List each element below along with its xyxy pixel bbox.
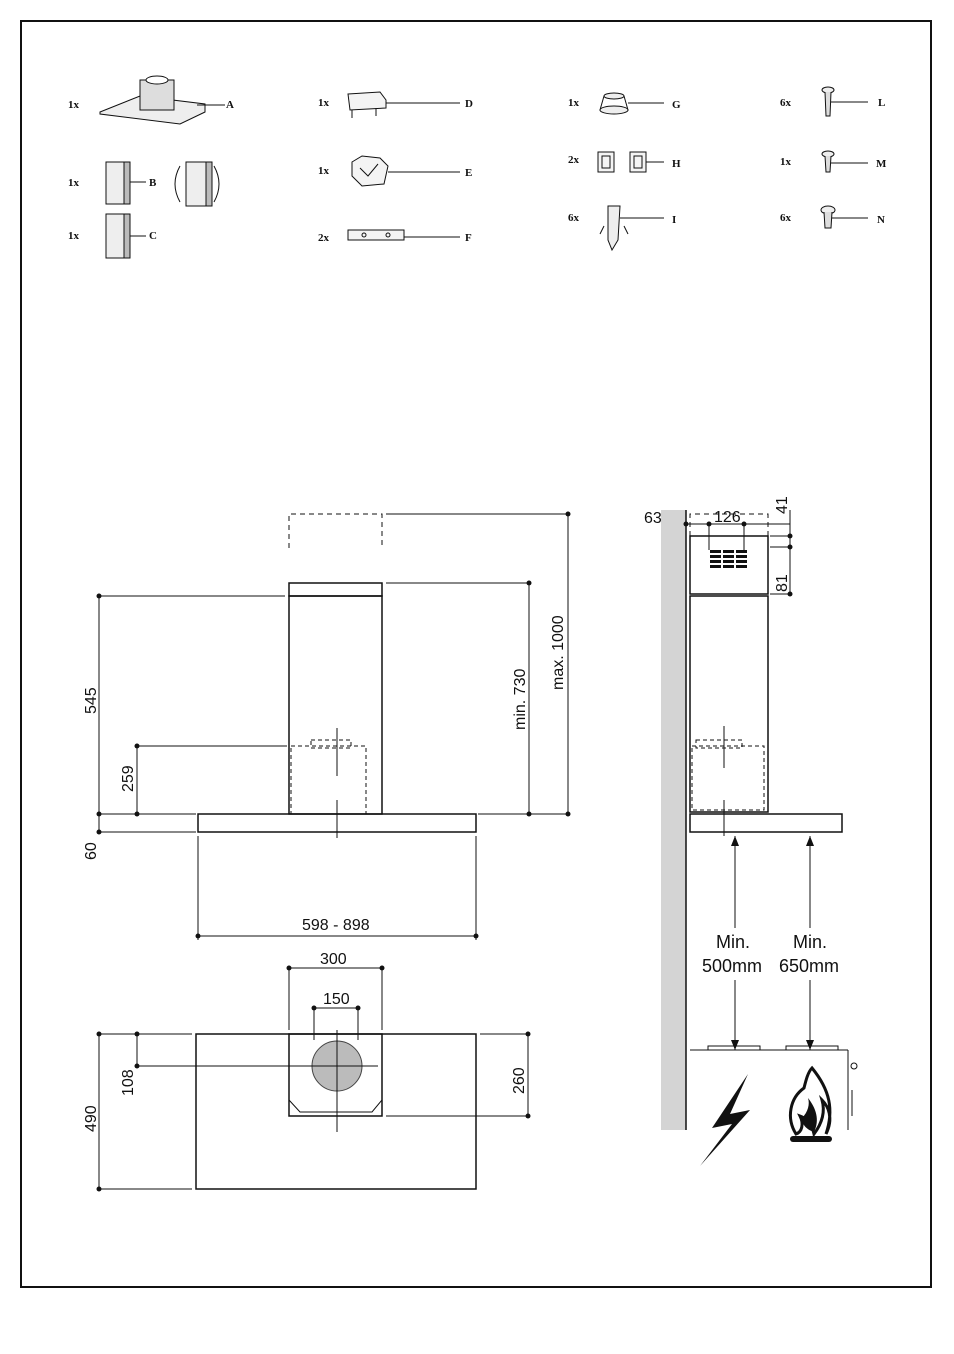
part-d-bracket-icon [347, 91, 460, 118]
part-l-screw-icon [821, 86, 868, 117]
part-c-label: C [149, 230, 157, 242]
part-h-qty: 2x [568, 154, 580, 166]
part-d-qty: 1x [318, 97, 330, 109]
part-d-label: D [465, 98, 473, 110]
front-view [98, 513, 569, 940]
dim-canopy-thickness: 60 [83, 842, 100, 860]
front-view-dim-dots [96, 511, 571, 939]
top-view-dim-dots [96, 965, 531, 1192]
part-i-label: I [672, 214, 676, 226]
part-i-qty: 6x [568, 212, 580, 224]
part-g-label: G [672, 99, 681, 111]
part-f-qty: 2x [318, 232, 330, 244]
dim-chimney-max: max. 1000 [550, 615, 567, 690]
part-g-collar-icon [599, 92, 664, 115]
part-f-rail-icon [347, 229, 460, 241]
part-f-label: F [465, 232, 472, 244]
parts-labels: 1x A 1x B 1x C 1x D 1x E 2x F 1x G 2x H … [68, 97, 887, 244]
part-n-qty: 6x [780, 212, 792, 224]
electric-hob-lightning-icon [700, 1074, 750, 1166]
dim-bracket-height: 81 [774, 574, 791, 592]
dim-top-offset: 41 [774, 496, 791, 514]
part-c-lower-chimney-icon [105, 213, 146, 259]
side-view [661, 510, 858, 1166]
top-view [98, 967, 529, 1190]
part-m-qty: 1x [780, 156, 792, 168]
part-a-label: A [226, 99, 234, 111]
part-h-label: H [672, 158, 681, 170]
min-gas-label: Min. [793, 932, 827, 952]
part-n-screw-icon [820, 205, 868, 229]
dim-depth: 490 [83, 1105, 100, 1132]
part-a-hood-icon [99, 75, 225, 125]
part-b-upper-chimney-icon [105, 161, 220, 207]
page-frame [20, 20, 932, 1288]
gas-hob-flame-icon [788, 1065, 832, 1142]
part-l-qty: 6x [780, 97, 792, 109]
min-gas-value: 650mm [779, 956, 839, 976]
dim-outlet-offset: 108 [120, 1069, 137, 1096]
part-b-label: B [149, 177, 157, 189]
part-c-qty: 1x [68, 230, 80, 242]
dim-width-range: 598 - 898 [302, 917, 370, 934]
part-i-wall-plug-icon [599, 205, 664, 252]
part-b-qty: 1x [68, 177, 80, 189]
part-m-label: M [876, 158, 887, 170]
part-e-qty: 1x [318, 165, 330, 177]
dim-wall-gap: 63 [644, 510, 662, 527]
dim-outlet-width: 150 [323, 991, 350, 1008]
part-g-qty: 1x [568, 97, 580, 109]
part-a-qty: 1x [68, 99, 80, 111]
dim-chimney-min: min. 730 [512, 669, 529, 730]
vent-grille-icon [710, 550, 747, 568]
dim-chimney-depth: 260 [511, 1067, 528, 1094]
dim-bracket-width: 126 [714, 509, 741, 526]
dim-height-intake: 259 [120, 765, 137, 792]
min-electric-label: Min. [716, 932, 750, 952]
part-l-label: L [878, 97, 885, 109]
part-n-label: N [877, 214, 885, 226]
dim-chimney-width: 300 [320, 951, 347, 968]
part-h-clips-icon [597, 151, 664, 173]
dim-height-total: 545 [83, 687, 100, 714]
wall [661, 510, 686, 1130]
part-e-label: E [465, 167, 472, 179]
min-electric-value: 500mm [702, 956, 762, 976]
part-e-flange-icon [351, 155, 460, 187]
part-m-screw-icon [821, 150, 868, 173]
